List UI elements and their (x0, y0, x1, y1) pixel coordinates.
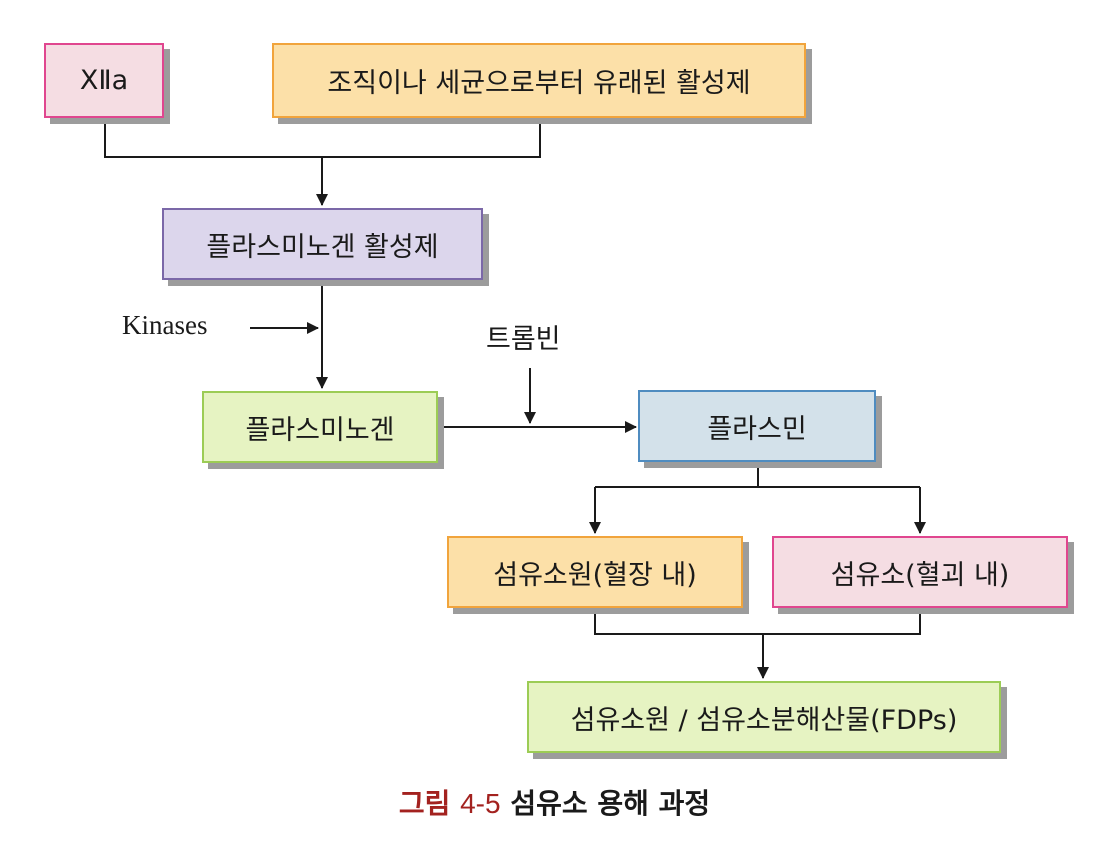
tissue-activator-label: 조직이나 세균으로부터 유래된 활성제 (327, 68, 751, 99)
factor-xiia-label: ⅩⅡa (79, 65, 129, 96)
fibrinogen-box: 섬유소원(혈장 내) (447, 536, 743, 608)
fibrin-box: 섬유소(혈괴 내) (772, 536, 1068, 608)
figure-caption: 그림 4-5 섬유소 용해 과정 (0, 782, 1109, 822)
kinases-label: Kinases (122, 310, 208, 340)
caption-prefix: 그림 (398, 787, 451, 820)
caption-number: 4-5 (460, 788, 501, 819)
plasminogen-label: 플라스미노겐 (245, 414, 395, 446)
plasminogen-activator-label: 플라스미노겐 활성제 (206, 231, 439, 263)
factor-xiia-box: ⅩⅡa (44, 43, 164, 118)
merge-connector-top (104, 118, 541, 158)
fibrin-label: 섬유소(혈괴 내) (830, 559, 1010, 591)
plasminogen-activator-box: 플라스미노겐 활성제 (162, 208, 483, 280)
plasmin-box: 플라스민 (638, 390, 876, 462)
plasminogen-box: 플라스미노겐 (202, 391, 438, 463)
fdps-label: 섬유소원 / 섬유소분해산물(FDPs) (570, 704, 958, 736)
tissue-activator-box: 조직이나 세균으로부터 유래된 활성제 (272, 43, 806, 118)
caption-title: 섬유소 용해 과정 (510, 787, 711, 820)
merge-connector-bottom (594, 608, 921, 635)
fdps-box: 섬유소원 / 섬유소분해산물(FDPs) (527, 681, 1001, 753)
thrombin-label: 트롬빈 (486, 324, 561, 355)
plasmin-label: 플라스민 (707, 413, 807, 445)
fibrinogen-label: 섬유소원(혈장 내) (493, 559, 697, 591)
plasmin-split-connector (595, 462, 759, 488)
